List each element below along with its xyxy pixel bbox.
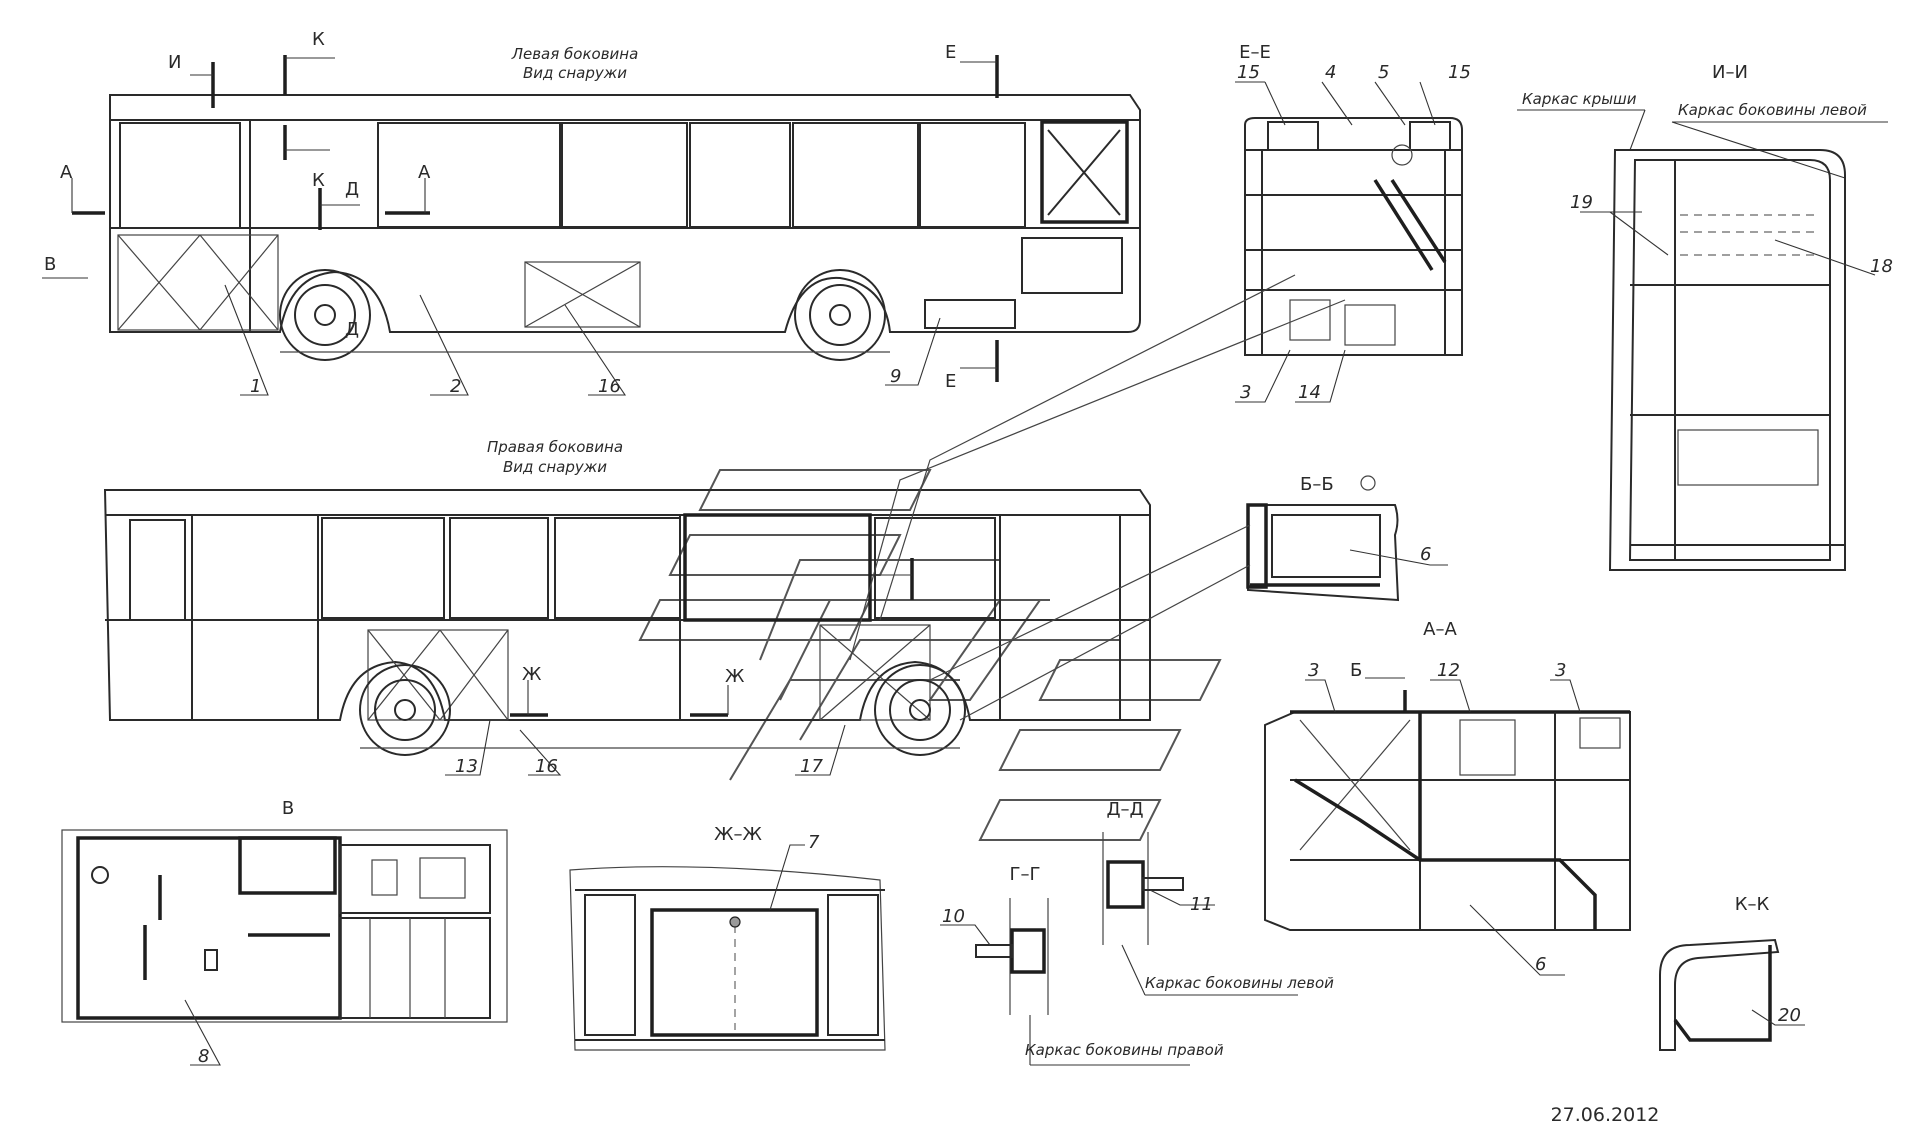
section-b-b: Б–Б 6 xyxy=(929,474,1448,721)
section-mark-zh-right: Ж xyxy=(725,666,745,687)
part-label-18: 18 xyxy=(1870,256,1893,277)
part-label-6-bb: 6 xyxy=(1420,544,1431,565)
part-label-3-ee: 3 xyxy=(1240,382,1251,403)
part-label-13: 13 xyxy=(455,756,478,777)
part-label-10: 10 xyxy=(942,906,965,927)
section-title-b-b: Б–Б xyxy=(1300,474,1334,495)
section-mark-e-bottom: Е xyxy=(945,371,956,392)
section-title-a-a: А–А xyxy=(1423,619,1457,640)
section-title-e-e: Е–Е xyxy=(1239,42,1271,63)
left-side-view: Левая боковина Вид снаружи xyxy=(42,29,1141,397)
section-g-g: Г–Г 10 Каркас боковины правой xyxy=(940,864,1224,1066)
section-k-k: К–К 20 xyxy=(1659,894,1805,1051)
section-mark-v: В xyxy=(44,254,56,275)
part-label-6-aa: 6 xyxy=(1535,954,1546,975)
part-label-1: 1 xyxy=(250,376,261,397)
section-mark-d-bottom: Д xyxy=(345,319,359,340)
part-label-9: 9 xyxy=(890,366,901,387)
section-mark-d-top: Д xyxy=(345,179,359,200)
section-mark-k-top: К xyxy=(312,29,325,50)
section-i-i: И–И Каркас крыши Каркас боковины левой 1… xyxy=(1517,62,1893,571)
section-mark-a-left: А xyxy=(60,162,73,183)
section-e-e: Е–Е 15 4 5 15 3 14 xyxy=(849,42,1471,661)
section-title-d-d: Д–Д xyxy=(1106,799,1143,820)
left-side-subtitle: Вид снаружи xyxy=(523,64,627,82)
part-label-2: 2 xyxy=(450,376,461,397)
part-label-20: 20 xyxy=(1778,1005,1801,1026)
view-v: В 8 xyxy=(61,798,508,1067)
drawing-date: 27.06.2012 xyxy=(1551,1104,1660,1126)
section-title-zh-zh: Ж–Ж xyxy=(714,824,762,845)
left-side-title: Левая боковина xyxy=(511,45,639,63)
caption-right-side-frame-gg: Каркас боковины правой xyxy=(1025,1041,1224,1059)
section-mark-i-top: И xyxy=(168,52,181,73)
rear-wheel-right xyxy=(874,664,966,756)
part-label-15-right: 15 xyxy=(1448,62,1471,83)
part-label-14: 14 xyxy=(1298,382,1321,403)
part-label-15-left: 15 xyxy=(1237,62,1260,83)
right-side-subtitle: Вид снаружи xyxy=(503,458,607,476)
section-mark-zh-left: Ж xyxy=(522,664,542,685)
part-label-12: 12 xyxy=(1437,660,1460,681)
section-title-v: В xyxy=(282,798,294,819)
section-mark-e-top: Е xyxy=(945,42,956,63)
part-label-16-left: 16 xyxy=(598,376,621,397)
part-label-5: 5 xyxy=(1378,62,1389,83)
section-title-g-g: Г–Г xyxy=(1010,864,1041,885)
part-label-3-aa-left: 3 xyxy=(1308,660,1319,681)
caption-left-side-frame-dd: Каркас боковины левой xyxy=(1145,974,1334,992)
section-mark-a-right: А xyxy=(418,162,431,183)
caption-roof-frame: Каркас крыши xyxy=(1522,90,1637,108)
caption-left-side-frame-ii: Каркас боковины левой xyxy=(1678,101,1867,119)
front-wheel-right xyxy=(359,664,451,756)
part-label-17: 17 xyxy=(800,756,823,777)
right-side-title: Правая боковина xyxy=(487,438,623,456)
rear-wheel-left xyxy=(794,269,886,361)
part-label-8: 8 xyxy=(198,1046,209,1067)
section-a-a: А–А 3 Б 12 3 6 xyxy=(1264,619,1631,976)
section-mark-b: Б xyxy=(1350,660,1362,681)
section-title-k-k: К–К xyxy=(1735,894,1770,915)
section-mark-k-mid: К xyxy=(312,170,325,191)
part-label-11: 11 xyxy=(1190,894,1213,915)
section-title-i-i: И–И xyxy=(1712,62,1748,83)
right-side-view: Правая боковина Вид снаружи xyxy=(103,438,1151,777)
front-wheel-left xyxy=(279,269,371,361)
part-label-4: 4 xyxy=(1325,62,1336,83)
section-zh-zh: Ж–Ж 7 xyxy=(569,824,886,1051)
part-label-19: 19 xyxy=(1570,192,1593,213)
section-d-d: Д–Д 11 Каркас боковины левой xyxy=(1102,799,1334,996)
part-label-16-right: 16 xyxy=(535,756,558,777)
part-label-3-aa-right: 3 xyxy=(1555,660,1566,681)
part-label-7: 7 xyxy=(808,832,820,853)
